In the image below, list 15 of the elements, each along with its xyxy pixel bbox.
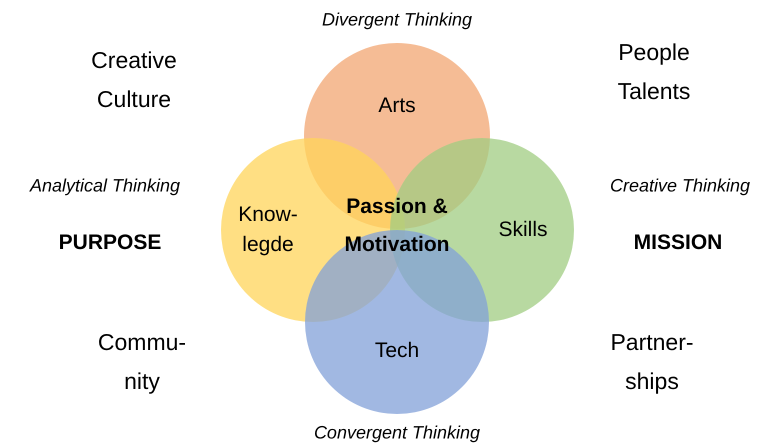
theme-label: Partner- ships <box>609 328 695 396</box>
circle-label: Skills <box>497 217 548 243</box>
theme-label: Creative Culture <box>90 46 178 114</box>
heading-label: MISSION <box>632 230 724 256</box>
thinking-label: Divergent Thinking <box>320 8 474 32</box>
thinking-label: Convergent Thinking <box>312 422 482 445</box>
heading-label: PURPOSE <box>58 230 162 256</box>
circle-label: Know- legde <box>238 202 298 258</box>
center-label: Passion & Motivation <box>344 194 450 258</box>
circle-label: Tech <box>374 338 420 364</box>
theme-label: Commu- nity <box>96 328 188 396</box>
thinking-label: Analytical Thinking <box>28 174 182 198</box>
circle-label: Arts <box>377 93 417 119</box>
theme-label: People Talents <box>616 38 692 106</box>
thinking-label: Creative Thinking <box>608 174 752 198</box>
